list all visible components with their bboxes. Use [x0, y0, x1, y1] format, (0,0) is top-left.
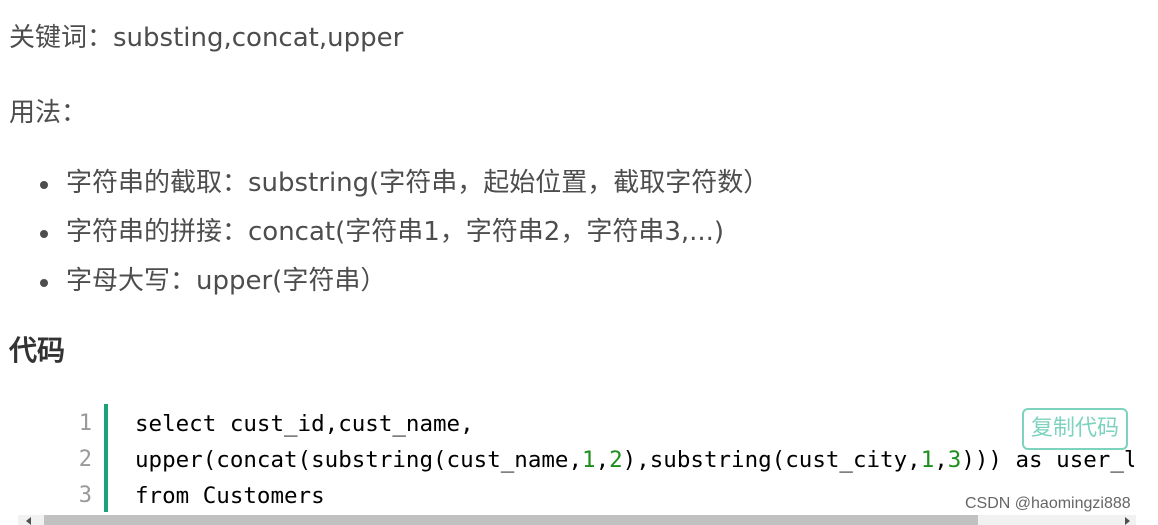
code-block: 1 2 3 select cust_id,cust_name, upper(con…	[0, 398, 1158, 525]
code-number-token: 1	[582, 447, 596, 473]
code-token: select cust_id,cust_name,	[135, 411, 474, 437]
code-text: select cust_id,cust_name, upper(concat(su…	[135, 406, 1134, 512]
watermark: CSDN @haomingzi888	[965, 495, 1131, 512]
usage-label: 用法：	[9, 98, 88, 128]
code-line: select cust_id,cust_name,	[135, 406, 1134, 442]
code-number-token: 1	[920, 447, 935, 473]
line-number: 1	[78, 411, 92, 436]
horizontal-scrollbar[interactable]	[18, 515, 1136, 525]
line-number-gutter: 1 2 3	[40, 406, 92, 512]
code-token: ))) as user_login	[961, 447, 1134, 473]
gutter-divider	[104, 404, 108, 512]
code-token: upper(concat(substring(cust_name,	[135, 447, 583, 473]
code-line: upper(concat(substring(cust_name,1,2),su…	[135, 442, 1134, 478]
code-number-token: 3	[947, 447, 962, 473]
code-token: ,	[595, 447, 610, 473]
scroll-right-arrow-icon[interactable]	[1125, 517, 1130, 525]
usage-list: 字符串的截取：substring(字符串，起始位置，截取字符数） 字符串的拼接：…	[40, 166, 769, 313]
code-viewport[interactable]: 1 2 3 select cust_id,cust_name, upper(con…	[40, 398, 1134, 512]
line-number: 2	[78, 447, 92, 472]
list-item-concat: 字符串的拼接：concat(字符串1，字符串2，字符串3,...)	[40, 215, 769, 264]
code-heading: 代码	[9, 334, 66, 367]
code-token: ,	[934, 447, 948, 473]
scroll-left-arrow-icon[interactable]	[26, 517, 31, 525]
copy-code-button[interactable]: 复制代码	[1022, 408, 1128, 450]
list-item-upper: 字母大写：upper(字符串）	[40, 264, 769, 313]
code-token: ),substring(cust_city,	[622, 447, 921, 473]
keywords-line: 关键词：substing,concat,upper	[9, 23, 404, 53]
code-line: from Customers	[135, 478, 1134, 512]
code-token: from Customers	[135, 483, 325, 509]
list-item-substring: 字符串的截取：substring(字符串，起始位置，截取字符数）	[40, 166, 769, 215]
scrollbar-thumb[interactable]	[44, 515, 978, 525]
code-number-token: 2	[609, 447, 623, 473]
line-number: 3	[78, 483, 92, 508]
